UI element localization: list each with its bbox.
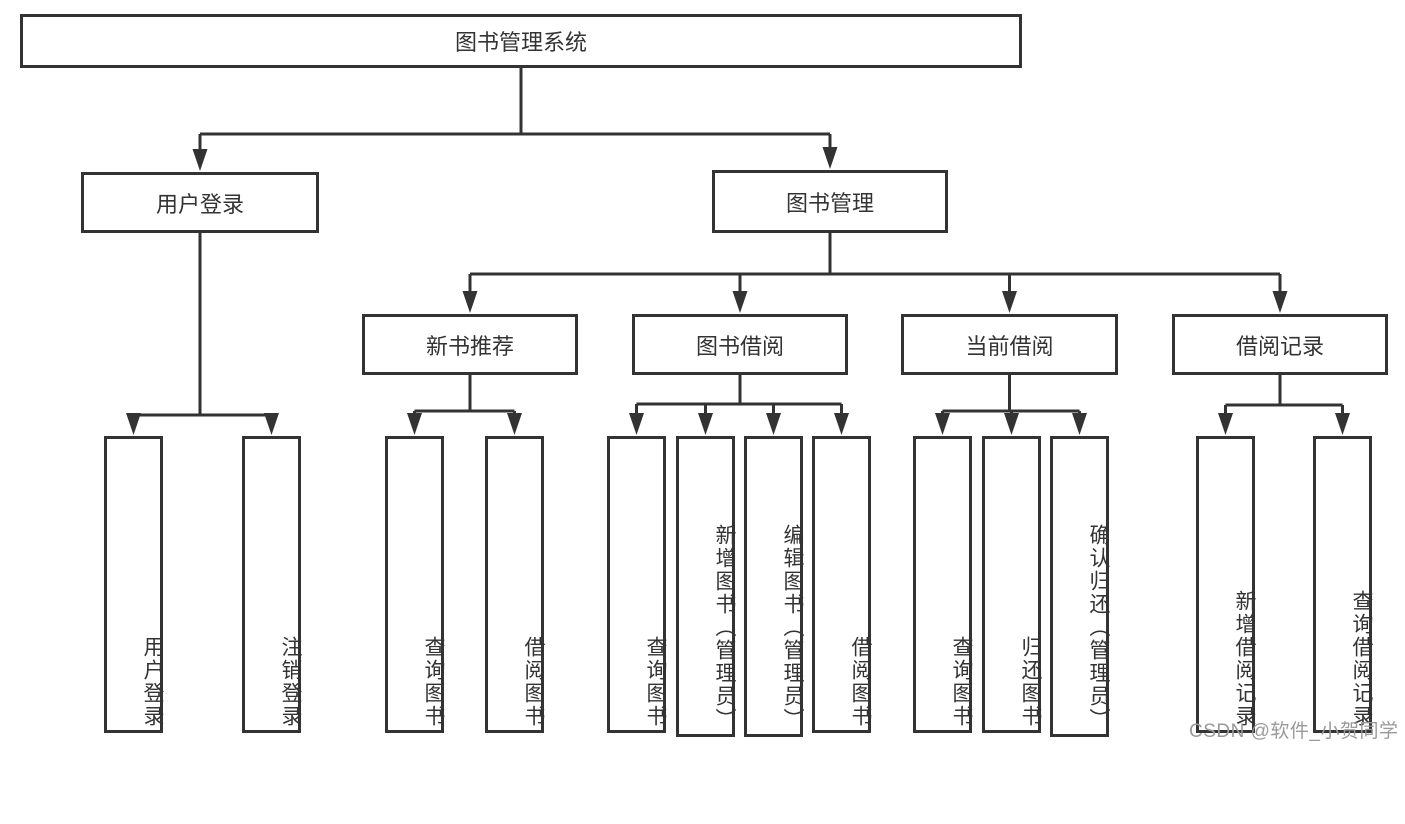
node-box-leaf_12[interactable]: [1313, 436, 1372, 733]
arrow-head-icon: [1218, 413, 1233, 435]
arrow-head-icon: [766, 413, 781, 435]
arrow-head-icon: [407, 413, 422, 435]
arrow-head-icon: [1335, 413, 1350, 435]
node-box-l2_1[interactable]: [632, 314, 848, 375]
node-box-l2_2[interactable]: [901, 314, 1118, 375]
arrow-head-icon: [1272, 291, 1288, 313]
node-box-root[interactable]: [20, 14, 1022, 68]
arrow-head-icon: [126, 413, 141, 435]
node-box-leaf_1[interactable]: [242, 436, 301, 733]
arrow-head-icon: [1004, 413, 1019, 435]
flowchart-diagram: 图书管理系统用户登录图书管理新书推荐图书借阅当前借阅借阅记录用户登录注销登录查询…: [20, 14, 1399, 742]
arrow-head-icon: [629, 413, 644, 435]
node-box-leaf_7[interactable]: [812, 436, 871, 733]
node-box-leaf_8[interactable]: [913, 436, 972, 733]
arrow-head-icon: [732, 291, 748, 313]
arrow-head-icon: [698, 413, 713, 435]
node-box-layer: [20, 14, 1388, 737]
node-box-leaf_5[interactable]: [676, 436, 735, 737]
arrow-head-icon: [507, 413, 522, 435]
node-box-leaf_4[interactable]: [607, 436, 666, 733]
arrow-head-icon: [935, 413, 950, 435]
node-box-leaf_3[interactable]: [485, 436, 544, 733]
node-box-leaf_0[interactable]: [104, 436, 163, 733]
arrow-head-icon: [822, 147, 838, 169]
arrow-head-icon: [264, 413, 279, 435]
arrow-head-icon: [192, 149, 208, 171]
arrow-head-icon: [1072, 413, 1087, 435]
arrow-head-icon: [834, 413, 849, 435]
node-box-leaf_11[interactable]: [1196, 436, 1255, 733]
node-box-l2_0[interactable]: [362, 314, 578, 375]
node-box-leaf_6[interactable]: [744, 436, 803, 737]
node-box-l1_0[interactable]: [81, 172, 319, 233]
node-box-l2_3[interactable]: [1172, 314, 1388, 375]
connector-layer: [126, 68, 1350, 435]
node-box-leaf_10[interactable]: [1050, 436, 1109, 737]
node-box-l1_1[interactable]: [712, 170, 948, 233]
arrow-head-icon: [1002, 291, 1017, 313]
csdn-watermark: CSDN @软件_小贺同学: [1189, 721, 1399, 742]
node-box-leaf_9[interactable]: [982, 436, 1041, 733]
node-box-leaf_2[interactable]: [385, 436, 444, 733]
arrow-head-icon: [462, 291, 478, 313]
tree-canvas: [20, 14, 1388, 737]
